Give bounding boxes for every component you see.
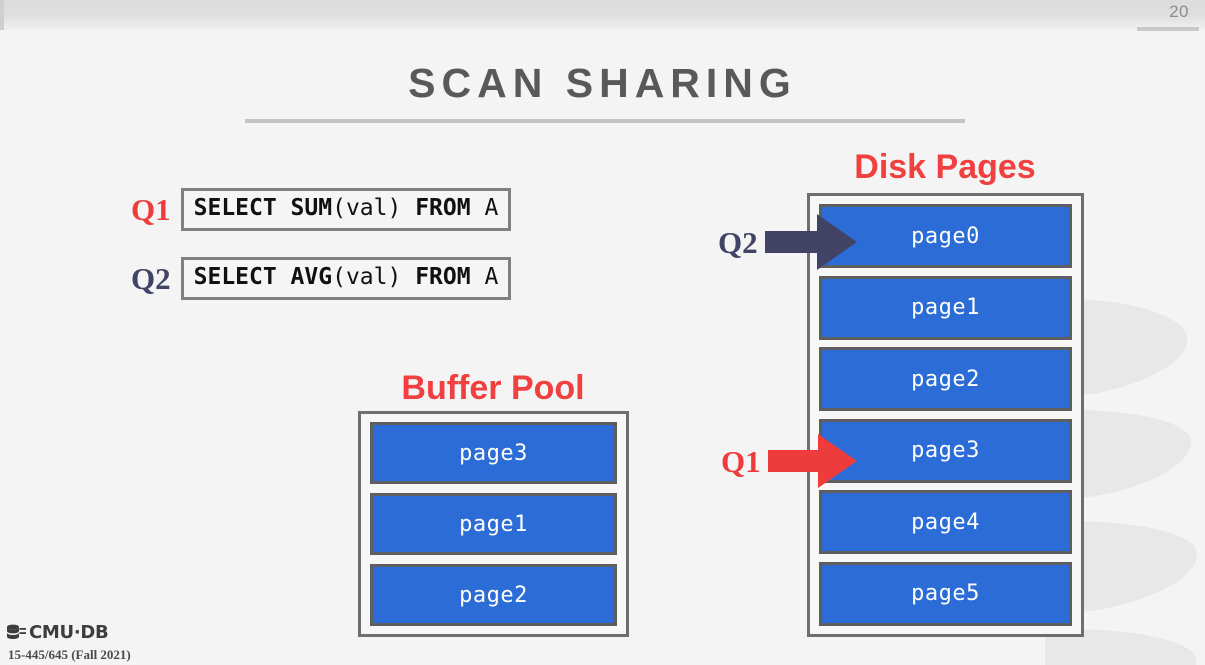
query-sql-box-q2: SELECT AVG(val) FROM A (180, 257, 512, 300)
query-row: Q1 SELECT SUM(val) FROM A (131, 188, 512, 231)
sql-keyword: SELECT AVG (193, 264, 333, 290)
buffer-page-box: page1 (370, 493, 617, 555)
page-title: SCAN SHARING (408, 60, 797, 106)
cmudb-logo: CMU·DB (7, 622, 109, 643)
disk-page-box: page0 (819, 204, 1072, 268)
disk-page-box: page1 (819, 275, 1072, 340)
database-stack-icon (7, 624, 26, 639)
query-label-q2: Q2 (131, 260, 171, 296)
disk-page-box: page4 (819, 490, 1072, 555)
arrow-group-q2: Q2 (718, 214, 857, 270)
disk-page-box: page2 (819, 347, 1072, 412)
disk-page-box: page5 (819, 561, 1072, 626)
query-sql-box-q1: SELECT SUM(val) FROM A (180, 188, 512, 231)
arrow-right-icon (764, 214, 857, 270)
sql-operand: (val) (332, 264, 416, 290)
buffer-pool-container: page3 page1 page2 (358, 411, 629, 637)
arrow-right-icon (767, 434, 857, 488)
disk-pages-container: page0 page1 page2 page3 page4 page5 (807, 193, 1084, 637)
sql-table: A (484, 264, 499, 290)
header-strip (0, 0, 1205, 30)
slide-number-rule (1137, 27, 1199, 31)
sql-keyword: FROM (415, 264, 485, 290)
buffer-page-box: page2 (370, 564, 617, 626)
query-label-q1: Q1 (131, 191, 171, 227)
course-label: 15-445/645 (Fall 2021) (8, 647, 131, 662)
sql-keyword: FROM (415, 195, 485, 221)
arrow-group-q1: Q1 (721, 434, 857, 488)
slide-number: 20 (1169, 2, 1189, 21)
arrow-label-q2: Q2 (718, 224, 758, 260)
buffer-pool-heading: Buffer Pool (401, 369, 585, 407)
sql-table: A (484, 195, 499, 221)
disk-pages-heading: Disk Pages (854, 148, 1036, 186)
header-left-edge (0, 0, 4, 30)
cmudb-logo-text: CMU·DB (29, 622, 109, 643)
title-divider (245, 119, 965, 123)
sql-keyword: SELECT SUM (193, 195, 333, 221)
sql-operand: (val) (332, 195, 416, 221)
disk-page-box: page3 (819, 418, 1072, 483)
buffer-page-box: page3 (370, 422, 617, 484)
query-row: Q2 SELECT AVG(val) FROM A (131, 257, 512, 300)
arrow-label-q1: Q1 (721, 443, 761, 479)
